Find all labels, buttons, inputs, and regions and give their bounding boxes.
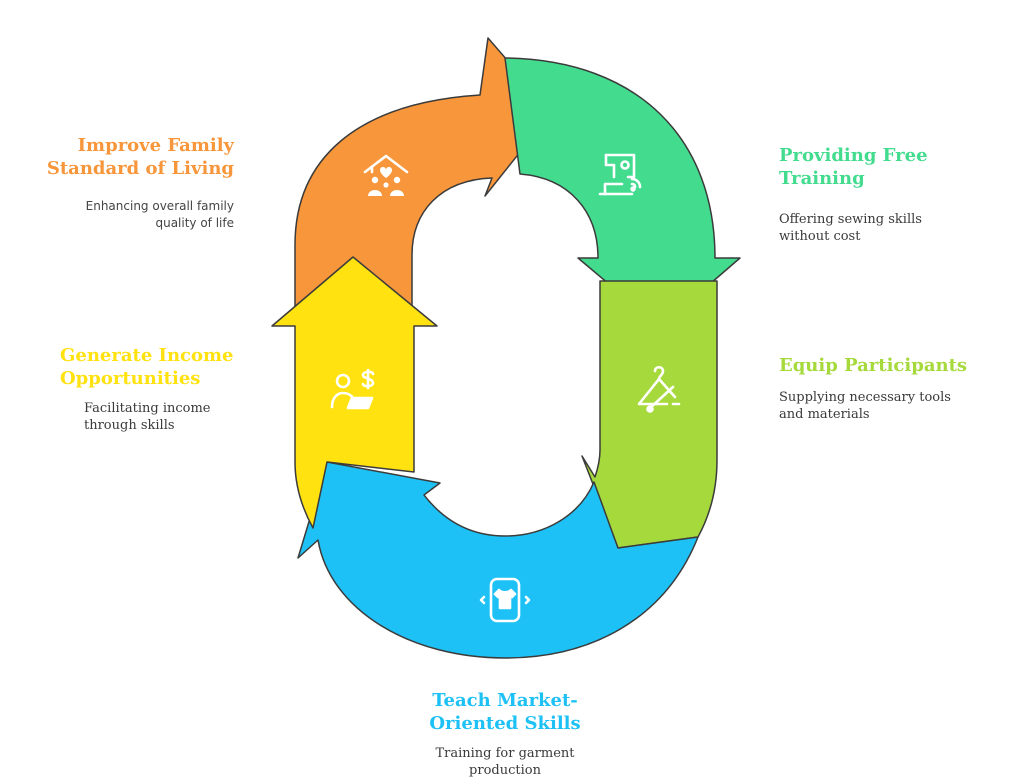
family-home-icon [363,154,409,196]
tshirt-phone-icon [479,577,531,623]
step-equip-title: Equip Participants [779,355,968,376]
step-teach-title: Teach Market- Oriented Skills [429,690,581,734]
step-equip-description: Supplying necessary tools and materials [779,390,951,422]
income-laptop-icon [330,368,375,410]
step-teach-description: Training for garment production [435,746,575,778]
step-training: Providing Free Training Offering sewing … [779,144,1019,245]
arrow-generate [271,256,438,529]
arrow-teach [297,461,699,659]
step-generate-title: Generate Income Opportunities [60,345,234,389]
arrow-training [504,57,741,328]
hanger-icon [637,365,681,413]
arrow-improve [294,37,553,307]
step-generate-description: Facilitating income through skills [84,401,211,433]
step-training-title: Providing Free Training [779,145,928,189]
step-teach: Teach Market- Oriented Skills Training f… [395,689,615,779]
sewing-machine-icon [598,153,642,196]
step-improve-description: Enhancing overall family quality of life [85,199,234,230]
step-generate: Generate Income Opportunities Facilitati… [60,344,280,434]
step-improve: Improve Family Standard of Living Enhanc… [40,134,234,232]
step-training-description: Offering sewing skills without cost [779,212,922,244]
step-equip: Equip Participants Supplying necessary t… [779,354,1019,423]
step-improve-title: Improve Family Standard of Living [46,135,234,179]
